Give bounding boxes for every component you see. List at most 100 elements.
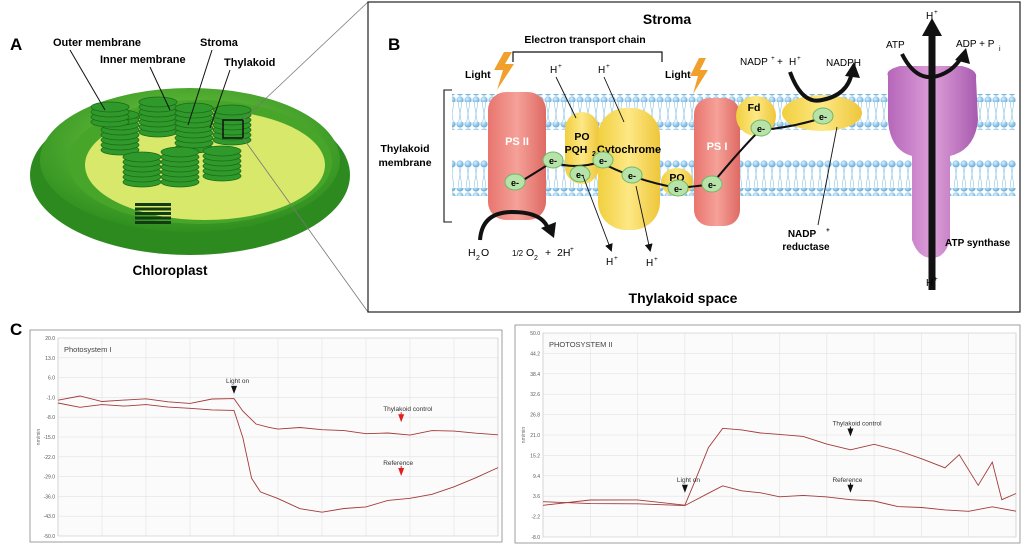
thylakoid-disc <box>122 151 162 163</box>
h-ion-label: H <box>598 65 605 76</box>
thylakoid-slice <box>135 203 171 206</box>
plus-sup: + <box>797 55 801 62</box>
annotation-label: Reference <box>832 477 862 484</box>
adp-label: ADP + P <box>956 39 995 50</box>
thylakoid-label: Thylakoid <box>224 57 275 69</box>
h2o-h: H <box>468 247 476 259</box>
atp-synthase-label: ATP synthase <box>945 238 1011 249</box>
plus-sup: + <box>614 255 618 262</box>
plus-sup: + <box>771 55 775 62</box>
y-tick-label: 13.0 <box>45 356 55 362</box>
y-tick-label: 6.0 <box>48 376 55 382</box>
electron-label: e- <box>819 112 827 122</box>
nadp-reductase-line-1: NADP <box>788 229 817 240</box>
electron-label: e- <box>511 178 519 188</box>
water-split-arrow <box>478 209 551 241</box>
y-tick-label: 50.0 <box>530 331 540 337</box>
panel-b-letter: B <box>388 35 400 54</box>
h-ion-label: H <box>606 257 613 268</box>
psii-complex <box>488 92 546 220</box>
light-bolt-icon <box>494 52 514 90</box>
membrane-top-heads-outer <box>452 94 1016 102</box>
granum-stack <box>90 101 130 128</box>
thylakoid-disc <box>212 104 252 116</box>
granum-cutaway <box>135 203 171 224</box>
stroma-title: Stroma <box>643 11 691 27</box>
series-line <box>57 402 499 513</box>
panel-b: B Stroma Thylakoid space Electron transp… <box>367 1 1021 313</box>
plus-sup: + <box>934 9 938 16</box>
annotation-marker <box>398 467 405 476</box>
pqh-label: PQH <box>565 144 588 156</box>
electron-label: e- <box>576 170 584 180</box>
nadp-reductase-label: NADP + reductase <box>782 227 830 253</box>
half-label: 1/2 <box>512 249 524 258</box>
panel-a: A Outer membrane Inner membrane Stroma T… <box>10 1 369 313</box>
nadph-arrow <box>788 71 854 103</box>
o2-o: O <box>526 247 534 259</box>
fd-label: Fd <box>748 102 761 114</box>
y-tick-label: 15.2 <box>530 453 540 459</box>
y-axis-label: nm/min <box>521 427 527 444</box>
h-ion-label: H <box>926 278 933 289</box>
y-tick-label: 32.6 <box>530 392 540 398</box>
thylakoid-membrane-label-2: membrane <box>378 157 431 169</box>
inner-membrane-pointer <box>149 66 171 111</box>
o2-formula: 1/2 O 2 + 2H + <box>512 246 574 262</box>
adp-label-group: ADP + P i <box>956 39 1001 53</box>
zoom-line-top <box>242 1 369 121</box>
h-ion-atp-top: H+ <box>926 9 938 22</box>
electron-label: e- <box>674 184 682 194</box>
y-tick-label: 21.0 <box>530 433 540 439</box>
y-axis-label: nm/min <box>36 429 42 446</box>
two-h-label: 2H <box>557 247 570 259</box>
electron-label: e- <box>549 156 557 166</box>
psi-complex <box>694 98 740 226</box>
light-bolt-icon-2 <box>690 58 708 94</box>
electron-6: e- <box>667 179 689 197</box>
annotation-label: Thylakoid control <box>832 420 882 427</box>
light-label-1: Light <box>465 69 491 81</box>
nadp-plus-label: NADP + + H + <box>740 55 801 68</box>
h-ion-bottom-arrow-1 <box>582 175 613 252</box>
chart-title: Photosystem I <box>64 345 112 354</box>
h-ion-label: H <box>550 65 557 76</box>
annotation-label: Reference <box>383 460 413 467</box>
y-tick-label: 38.4 <box>530 372 540 378</box>
h2o-o: O <box>481 247 489 259</box>
thylakoid-slice <box>135 212 171 215</box>
plus-sup: + <box>558 63 562 70</box>
atp-synthase-arrowhead <box>922 18 942 36</box>
panel-c: C 20.013.06.0-1.0-8.0-15.0-22.0-29.0-36.… <box>10 320 1021 544</box>
thylakoid-membrane-label-1: Thylakoid <box>380 143 429 155</box>
electron-2: e- <box>542 151 564 169</box>
etc-bracket <box>512 51 663 62</box>
o2-sub: 2 <box>534 255 538 262</box>
nadph-label: NADPH <box>826 58 861 69</box>
annotation-marker <box>681 484 688 493</box>
h-ion-top-2: H+ <box>598 63 610 76</box>
annotation-marker <box>231 385 237 394</box>
zoom-line-bottom <box>242 137 369 313</box>
thylakoid-disc <box>90 101 130 113</box>
y-tick-label: -29.0 <box>44 475 56 481</box>
cytochrome-label: Cytochrome <box>597 144 661 156</box>
plus-sup: + <box>826 227 830 234</box>
electron-4: e- <box>592 151 614 169</box>
y-tick-label: -8.0 <box>531 535 540 541</box>
psi-label: PS I <box>707 141 728 153</box>
pi-sub: i <box>999 46 1001 53</box>
y-tick-label: -50.0 <box>44 534 56 540</box>
thylakoid-disc <box>138 96 178 108</box>
granum-stack <box>160 146 200 188</box>
thylakoid-pointer <box>209 69 231 129</box>
inner-membrane-label: Inner membrane <box>100 54 186 66</box>
granum-stack <box>122 151 162 188</box>
series-line <box>57 395 499 436</box>
nadp-reductase-line-2: reductase <box>782 242 830 253</box>
electrons: e- e- e- e- e- e- e- e- e- <box>504 107 834 197</box>
electron-1: e- <box>504 173 526 191</box>
panel-a-letter: A <box>10 35 22 54</box>
annotation-marker <box>847 484 854 493</box>
